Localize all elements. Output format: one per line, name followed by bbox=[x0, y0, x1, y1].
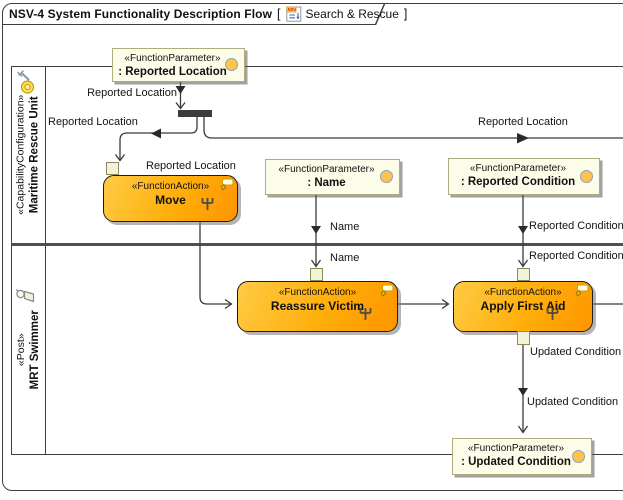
behavior-badge-icon bbox=[573, 284, 589, 303]
behavior-badge-icon bbox=[218, 178, 234, 197]
edge-label[interactable]: Name bbox=[330, 221, 360, 233]
param-reported-condition[interactable]: «FunctionParameter» : Reported Condition bbox=[448, 158, 600, 195]
param-name[interactable]: «FunctionParameter» : Name bbox=[265, 159, 400, 195]
parameter-circle-icon bbox=[572, 449, 585, 463]
stereotype-label: «FunctionParameter» bbox=[467, 443, 565, 454]
swimlane-header-divider bbox=[45, 66, 47, 455]
pin-label[interactable]: Updated Condition bbox=[530, 346, 622, 358]
action-move[interactable]: «FunctionAction» Move bbox=[103, 175, 238, 222]
stereotype-label: «FunctionAction» bbox=[131, 181, 210, 192]
edge-label[interactable]: Reported Location bbox=[87, 87, 177, 99]
input-pin-name[interactable] bbox=[309, 268, 323, 281]
nsv-diagram-icon: NSV bbox=[285, 6, 302, 22]
parameter-circle-icon bbox=[225, 58, 238, 71]
action-name: Apply First Aid bbox=[480, 299, 566, 313]
capability-configuration-icon bbox=[15, 69, 40, 100]
swimlane-bottom-border bbox=[11, 454, 623, 456]
stereotype-label: «FunctionParameter» bbox=[124, 53, 221, 64]
bracket-close: ] bbox=[403, 6, 408, 21]
action-name: Reassure Victim bbox=[270, 299, 365, 313]
parameter-name: : Name bbox=[307, 177, 346, 189]
diagram-frame bbox=[2, 3, 623, 491]
diagram-subtitle: Search & Rescue bbox=[305, 6, 399, 21]
lane-stereotype: «CapabilityConfiguration» bbox=[14, 94, 27, 216]
pin-label[interactable]: Reported Location bbox=[146, 160, 236, 172]
diagram-title: NSV-4 System Functionality Description F… bbox=[9, 6, 273, 21]
swimlane-top-border bbox=[11, 66, 623, 68]
parameter-circle-icon bbox=[380, 170, 393, 183]
lane-name: MRT Swimmer bbox=[28, 310, 41, 390]
behavior-badge-icon bbox=[378, 284, 394, 303]
parameter-name: : Reported Condition bbox=[460, 176, 576, 188]
param-updated-condition[interactable]: «FunctionParameter» : Updated Condition bbox=[452, 438, 592, 475]
edge-label[interactable]: Reported Location bbox=[48, 116, 138, 128]
post-icon bbox=[15, 287, 37, 310]
pin-label[interactable]: Reported Condition bbox=[529, 250, 623, 262]
parameter-name: : Updated Condition bbox=[461, 456, 571, 468]
lane-stereotype: «Post» bbox=[14, 333, 27, 367]
edge-label[interactable]: Updated Condition bbox=[527, 396, 619, 408]
bracket-open: [ bbox=[277, 6, 281, 21]
lane-header-mrt-swimmer[interactable]: «Post» MRT Swimmer bbox=[12, 246, 45, 454]
stereotype-label: «FunctionAction» bbox=[278, 287, 357, 298]
output-pin-updated-condition[interactable] bbox=[516, 331, 530, 345]
swimlane-separator bbox=[11, 243, 623, 246]
action-reassure-victim[interactable]: «FunctionAction» Reassure Victim bbox=[237, 281, 398, 332]
edge-label[interactable]: Reported Location bbox=[478, 116, 568, 128]
stereotype-label: «FunctionParameter» bbox=[278, 164, 375, 175]
rake-icon bbox=[545, 307, 560, 326]
action-name: Move bbox=[155, 193, 186, 207]
edge-label[interactable]: Reported Condition bbox=[529, 220, 623, 232]
action-apply-first-aid[interactable]: «FunctionAction» Apply First Aid bbox=[453, 281, 593, 332]
lane-name: Maritime Rescue Unit bbox=[28, 96, 41, 214]
rake-icon bbox=[358, 307, 373, 326]
parameter-circle-icon bbox=[580, 169, 593, 183]
diagram-title-tab[interactable]: NSV-4 System Functionality Description F… bbox=[2, 3, 407, 24]
title-tab-underline bbox=[2, 24, 376, 26]
fork-bar[interactable] bbox=[178, 110, 212, 117]
input-pin-reported-condition[interactable] bbox=[516, 268, 530, 281]
param-reported-location[interactable]: «FunctionParameter» : Reported Location bbox=[112, 48, 245, 82]
input-pin-reported-location[interactable] bbox=[106, 162, 119, 175]
parameter-name: : Reported Location bbox=[118, 66, 227, 78]
stereotype-label: «FunctionAction» bbox=[484, 287, 562, 298]
pin-label[interactable]: Name bbox=[330, 252, 360, 264]
svg-text:NSV: NSV bbox=[287, 7, 296, 12]
stereotype-label: «FunctionParameter» bbox=[469, 163, 567, 174]
rake-icon bbox=[200, 197, 215, 216]
swimlane-left-border bbox=[11, 66, 13, 455]
